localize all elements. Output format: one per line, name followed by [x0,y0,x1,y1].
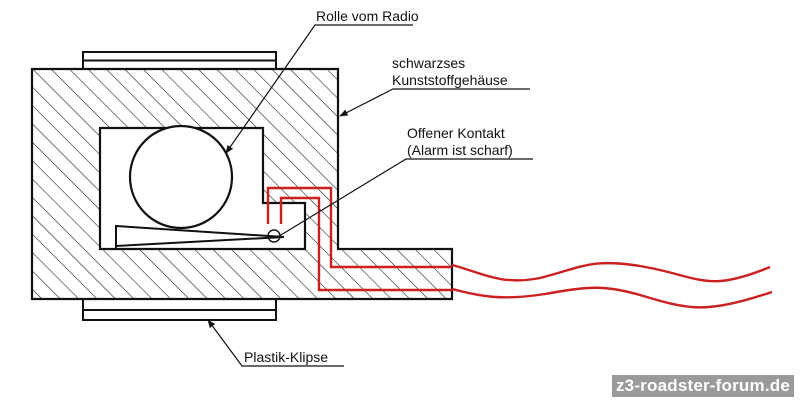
leader-lines [207,24,533,367]
watermark: z3-roadster-forum.de [611,375,794,397]
label-contact-line1: Offener Kontakt [407,125,505,141]
wire-inner-cable [451,286,773,309]
roller-leader [225,24,413,154]
radio-roller [128,124,234,230]
contact-lever [115,224,285,248]
wire-outer [266,186,452,269]
bottom-plastic-clip [82,298,277,321]
wire-outer-cable [451,261,771,283]
label-contact-line2: (Alarm ist scharf) [407,142,513,158]
label-clip: Plastik-Klipse [244,349,328,365]
label-roller: Rolle vom Radio [316,8,419,24]
housing-leader [339,88,530,117]
contact-leader [275,158,533,239]
plastic-housing [30,67,454,301]
label-housing-line2: Kunststoffgehäuse [392,72,508,88]
wire-inner [279,196,452,292]
top-plastic-clip [82,51,277,70]
clip-leader [207,319,344,367]
wires [266,186,773,309]
label-housing-line1: schwarzses [392,55,465,71]
